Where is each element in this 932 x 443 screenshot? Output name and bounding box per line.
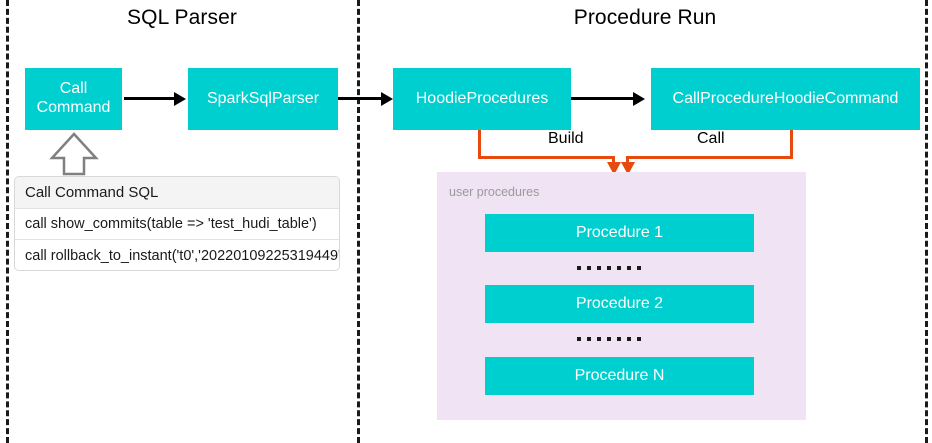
procedure-item-label: Procedure 2 — [575, 295, 664, 312]
procedure-item[interactable]: Procedure 1 — [485, 214, 754, 252]
connector-build-label: Build — [548, 130, 584, 147]
connector-build-arrowhead-icon — [606, 162, 621, 175]
node-spark-sql-parser-label: SparkSqlParser — [206, 89, 320, 107]
section-title-procedure-run: Procedure Run — [573, 6, 717, 29]
arrow-head-icon-to-spark-sql-parser — [174, 91, 186, 106]
arrow-head-icon-to-hoodie-procedures — [381, 91, 393, 106]
node-call-command-line1: Call — [59, 80, 88, 98]
node-call-command-line2: Command — [36, 99, 111, 116]
sql-table-header: Call Command SQL — [15, 177, 339, 209]
connector-build-vertical — [478, 130, 481, 159]
node-hoodie-procedures-label: HoodieProcedures — [415, 89, 549, 107]
block-arrow-up-icon — [48, 132, 100, 181]
node-call-procedure-hoodie-command[interactable]: CallProcedureHoodieCommand — [651, 68, 920, 130]
node-hoodie-procedures[interactable]: HoodieProcedures — [393, 68, 571, 130]
procedure-item-label: Procedure 1 — [575, 224, 664, 241]
procedure-separator-dots-icon — [577, 266, 641, 270]
procedure-item-label: Procedure N — [574, 367, 665, 384]
arrow-call-command-to-spark-sql-parser — [124, 97, 176, 100]
divider-middle — [357, 0, 360, 443]
node-call-procedure-hoodie-command-label: CallProcedureHoodieCommand — [672, 89, 899, 107]
procedure-item[interactable]: Procedure N — [485, 357, 754, 395]
divider-left — [6, 0, 9, 443]
node-spark-sql-parser[interactable]: SparkSqlParser — [188, 68, 338, 130]
connector-call-drop — [626, 156, 629, 165]
connector-build-drop — [612, 156, 615, 165]
connector-call-arrowhead-icon — [620, 162, 635, 175]
sql-table-row: call rollback_to_instant('t0','202201092… — [15, 240, 339, 270]
procedure-item[interactable]: Procedure 2 — [485, 285, 754, 323]
divider-right — [925, 0, 928, 443]
user-procedures-panel-label: user procedures — [449, 185, 540, 199]
connector-call-vertical — [790, 130, 793, 159]
arrow-hoodie-procedures-to-call-procedure-command — [571, 97, 635, 100]
procedure-separator-dots-icon — [577, 337, 641, 341]
sql-table-row: call show_commits(table => 'test_hudi_ta… — [15, 209, 339, 240]
arrow-spark-sql-parser-to-hoodie-procedures — [338, 97, 383, 100]
connector-call-label: Call — [697, 130, 725, 147]
section-title-sql-parser: SQL Parser — [127, 6, 237, 29]
arrow-head-icon-to-call-procedure-command — [633, 91, 645, 106]
node-call-command[interactable]: Call Command — [25, 68, 122, 130]
connector-build-horizontal — [478, 156, 615, 159]
call-command-sql-table: Call Command SQL call show_commits(table… — [14, 176, 340, 271]
connector-call-horizontal — [626, 156, 793, 159]
